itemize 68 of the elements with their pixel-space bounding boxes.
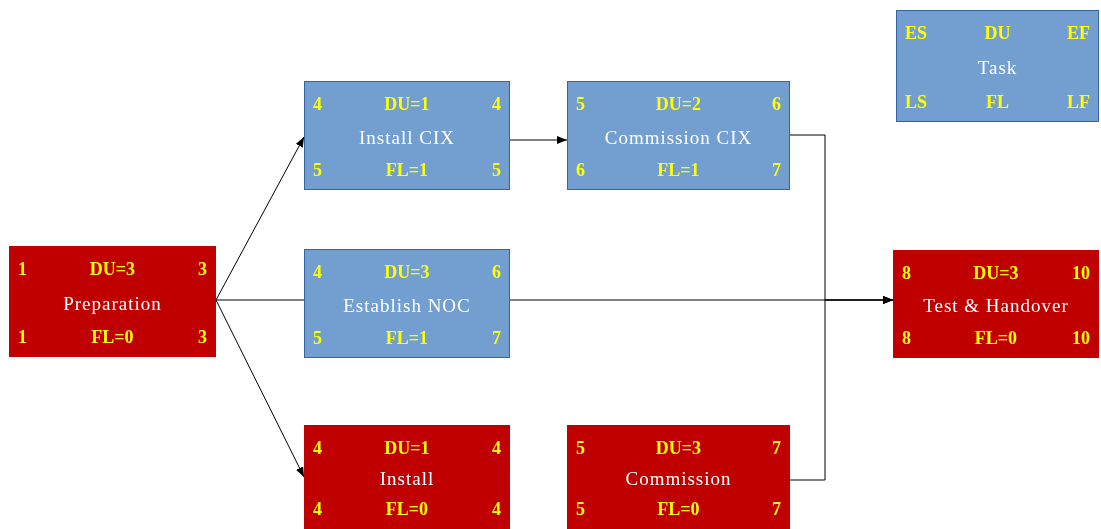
duration-label: DU=3 <box>973 263 1019 284</box>
duration-label: DU <box>983 23 1012 44</box>
task-box <box>896 10 1099 122</box>
float-label: FL=1 <box>657 160 700 181</box>
late-finish: 3 <box>197 327 207 348</box>
float-label: FL=0 <box>657 499 700 520</box>
early-start: 4 <box>313 94 323 115</box>
arrow <box>215 299 305 478</box>
float-label: FL=1 <box>385 328 429 349</box>
late-finish: 10 <box>1071 328 1090 349</box>
task-name: Install CIX <box>359 126 455 149</box>
arrow <box>789 296 894 481</box>
duration-label: DU=3 <box>89 259 136 280</box>
task-box <box>304 81 510 190</box>
early-finish: 3 <box>197 259 207 280</box>
late-start: 6 <box>576 160 586 181</box>
early-finish: 4 <box>491 438 501 459</box>
task-name: Preparation <box>63 292 162 315</box>
duration-label: DU=2 <box>655 94 702 115</box>
task-box <box>304 425 510 529</box>
task-box <box>893 250 1099 358</box>
task-box <box>9 246 216 357</box>
early-start: 8 <box>902 263 912 284</box>
float-label: FL=1 <box>385 160 429 181</box>
task-name: Establish NOC <box>343 294 471 317</box>
task-box <box>567 81 790 190</box>
duration-label: DU=1 <box>384 94 430 115</box>
early-start: 4 <box>313 262 323 283</box>
duration-label: DU=3 <box>384 262 430 283</box>
late-start: 5 <box>313 328 323 349</box>
task-name: Install <box>379 468 435 490</box>
late-start: LS <box>905 92 929 113</box>
task-name: Commission CIX <box>604 126 753 149</box>
task-box <box>304 249 510 358</box>
task-box <box>567 425 790 529</box>
early-finish: 7 <box>771 438 781 459</box>
late-start: 4 <box>313 499 323 520</box>
late-finish: 5 <box>491 160 501 181</box>
early-finish: EF <box>1066 23 1090 44</box>
late-finish: 7 <box>771 499 781 520</box>
arrow <box>215 136 305 301</box>
task-name: Task <box>977 57 1018 79</box>
early-start: 1 <box>18 259 28 280</box>
late-start: 1 <box>18 327 28 348</box>
early-start: 4 <box>313 438 323 459</box>
early-finish: 6 <box>771 94 781 115</box>
float-label: FL=0 <box>974 328 1018 349</box>
duration-label: DU=3 <box>655 438 702 459</box>
early-finish: 6 <box>491 262 501 283</box>
late-start: 5 <box>576 499 586 520</box>
early-finish: 10 <box>1071 263 1090 284</box>
task-name: Test & Handover <box>923 295 1069 317</box>
float-label: FL <box>985 92 1010 113</box>
late-start: 8 <box>902 328 912 349</box>
late-finish: 4 <box>491 499 501 520</box>
early-start: 5 <box>576 438 586 459</box>
late-finish: 7 <box>771 160 781 181</box>
float-label: FL=0 <box>91 327 134 348</box>
late-finish: LF <box>1066 92 1090 113</box>
late-finish: 7 <box>491 328 501 349</box>
late-start: 5 <box>313 160 323 181</box>
early-start: ES <box>905 23 929 44</box>
duration-label: DU=1 <box>384 438 430 459</box>
early-finish: 4 <box>491 94 501 115</box>
arrow <box>509 136 568 144</box>
task-name: Commission <box>625 468 732 490</box>
early-start: 5 <box>576 94 586 115</box>
float-label: FL=0 <box>385 499 429 520</box>
